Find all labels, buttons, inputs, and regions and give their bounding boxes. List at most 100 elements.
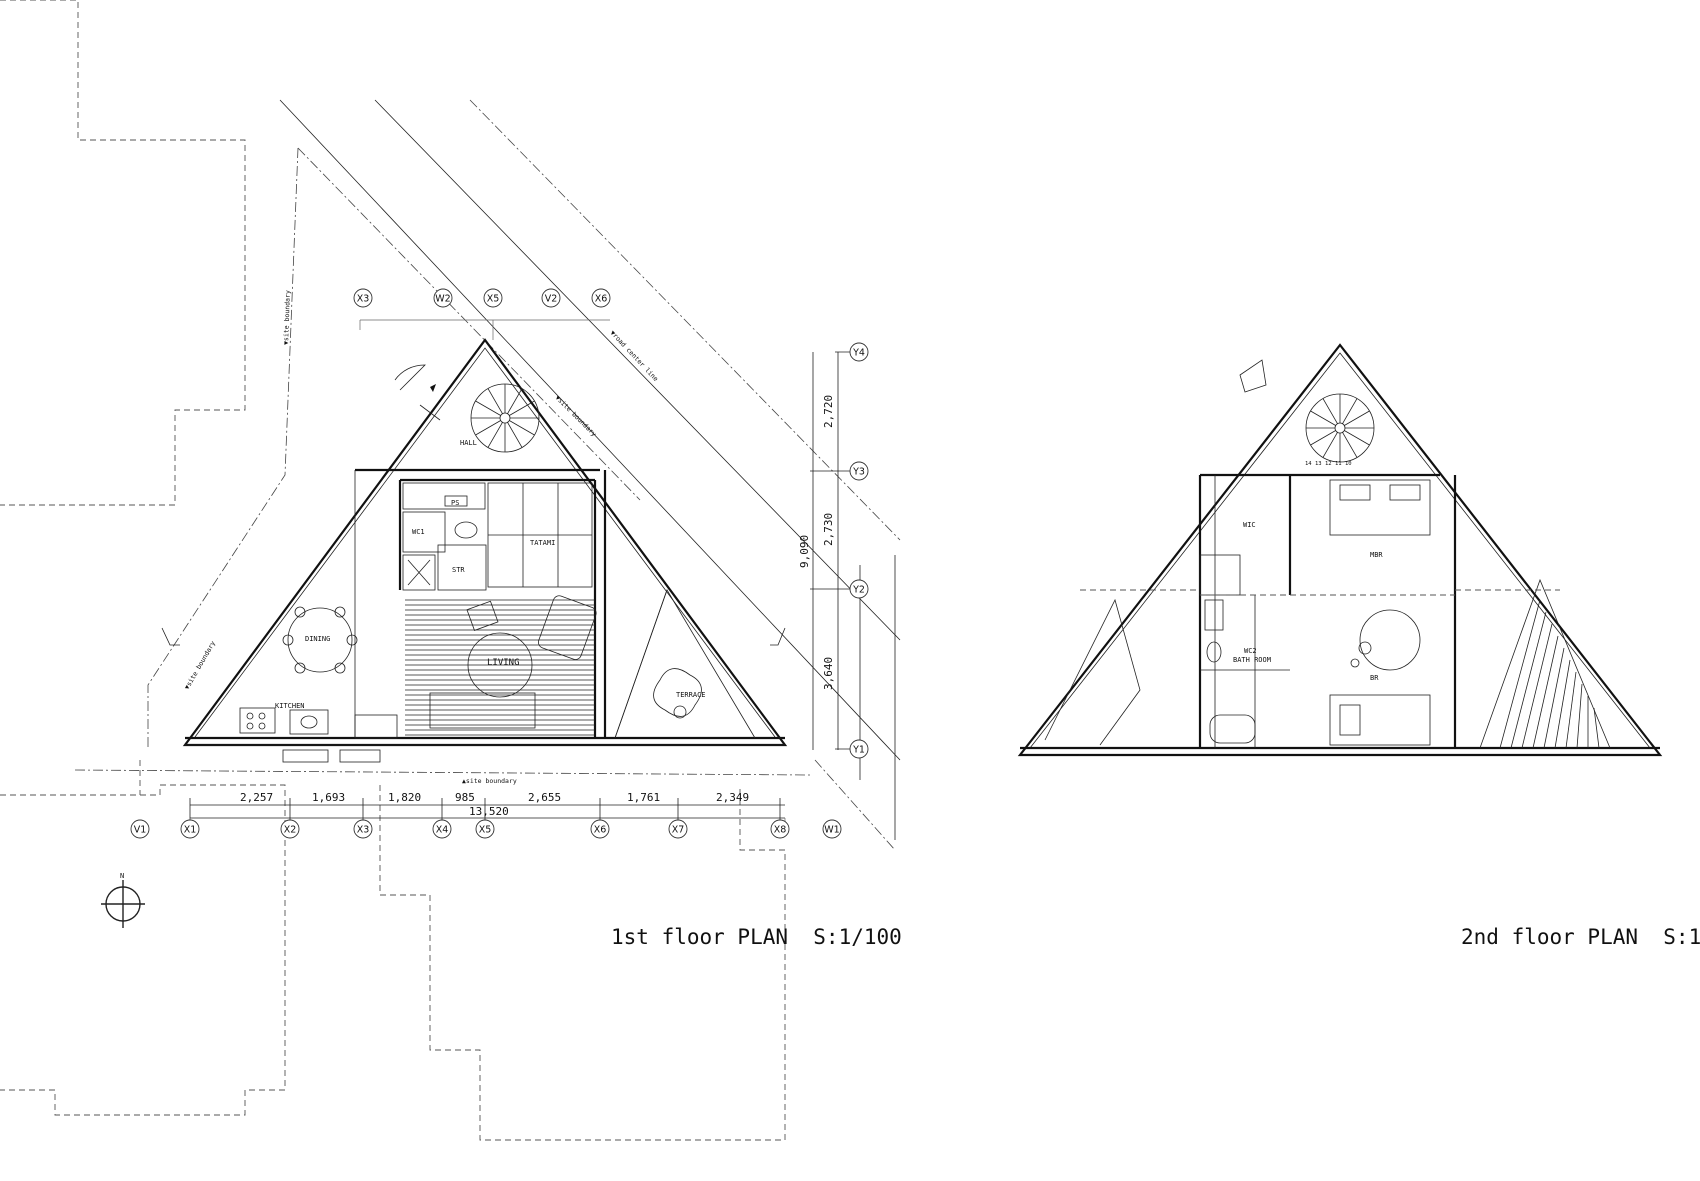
entrance-door bbox=[394, 364, 441, 421]
first-floor-plan-title: 1st floor PLAN S:1/100 bbox=[611, 925, 902, 949]
room-label-mbr: MBR bbox=[1370, 551, 1383, 559]
interior-walls-2f bbox=[1198, 473, 1457, 748]
terrace-outline bbox=[614, 589, 756, 739]
balcony-hatch-line bbox=[1576, 683, 1583, 749]
site-boundary-label-lower: ▼site boundary bbox=[183, 639, 217, 691]
grid-bubbles-top: X3 W2 X5 V2 X6 bbox=[353, 288, 611, 308]
stair-tread bbox=[475, 400, 501, 416]
stair-tread bbox=[475, 420, 501, 436]
grid-label-top-x5: X5 bbox=[487, 294, 500, 305]
north-arrow: N bbox=[101, 872, 145, 928]
room-label-ps: PS bbox=[451, 499, 459, 507]
balcony-hatch-line bbox=[1499, 599, 1541, 749]
balcony-hatch-line bbox=[1510, 611, 1547, 749]
stair-tread bbox=[1310, 430, 1336, 446]
vertical-dimension-2: 2,730 bbox=[822, 513, 835, 546]
fence-marks bbox=[161, 627, 786, 646]
room-label-tatami: TATAMI bbox=[530, 539, 555, 547]
room-label-kitchen: KITCHEN bbox=[275, 702, 305, 710]
grid-label-top-x6: X6 bbox=[595, 294, 608, 305]
grid-lines bbox=[189, 319, 786, 835]
stair-tread bbox=[1342, 398, 1358, 424]
dimension-7: 2,349 bbox=[716, 791, 749, 804]
horizontal-dimension-chain: 2,257 1,693 1,820 985 2,655 1,761 2,349 … bbox=[189, 791, 785, 822]
second-floor-plan: 14 13 12 11 10 WIC MBR WC2 BATH ROOM BR bbox=[1017, 343, 1663, 757]
stair-step-12: 12 bbox=[1325, 461, 1332, 467]
stair-step-13: 13 bbox=[1315, 461, 1322, 467]
balcony-hatch-line bbox=[1532, 635, 1559, 749]
grid-label-y1: Y1 bbox=[852, 745, 865, 756]
vertical-dimension-3: 3,640 bbox=[822, 657, 835, 690]
stair-tread bbox=[509, 400, 535, 416]
grid-label-w1: W1 bbox=[824, 825, 839, 836]
first-floor-plan: HALL PS WC1 TATAMI STR DINING LIVING KIT… bbox=[74, 99, 901, 851]
grid-label-top-x3: X3 bbox=[357, 294, 370, 305]
vertical-dimension-chain: 2,720 2,730 3,640 9,090 bbox=[798, 351, 855, 750]
site-boundary-label-diagonal: ▼site boundary bbox=[554, 394, 598, 438]
total-depth: 9,090 bbox=[798, 535, 811, 568]
stair-tread bbox=[1344, 430, 1370, 446]
dimension-2: 1,693 bbox=[312, 791, 345, 804]
grid-label-x3: X3 bbox=[357, 825, 370, 836]
grid-label-top-w2: W2 bbox=[435, 294, 450, 305]
balcony-hatch-line bbox=[1554, 659, 1571, 749]
site-boundary-label-bottom: ▲site boundary bbox=[462, 777, 517, 785]
grid-bubbles-right: Y4 Y3 Y2 Y1 bbox=[849, 342, 869, 759]
grid-label-y3: Y3 bbox=[852, 467, 865, 478]
stair-tread bbox=[507, 422, 523, 448]
grid-label-x2: X2 bbox=[284, 825, 297, 836]
neighbor-outlines bbox=[0, 0, 786, 1141]
furniture bbox=[239, 595, 702, 763]
stair-tread bbox=[487, 422, 503, 448]
stair-tread bbox=[507, 388, 523, 414]
room-label-wc2: WC2 bbox=[1244, 647, 1257, 655]
grid-label-y2: Y2 bbox=[852, 585, 865, 596]
spiral-stair-1f bbox=[470, 383, 540, 453]
stair-tread bbox=[1322, 398, 1338, 424]
room-label-wic: WIC bbox=[1243, 521, 1256, 529]
stair-step-11: 11 bbox=[1335, 461, 1342, 467]
grid-bubbles-bottom: V1 X1 X2 X3 X4 X5 X6 X7 X8 W1 bbox=[130, 819, 842, 839]
room-label-str: STR bbox=[452, 566, 465, 574]
balcony-hatch-line bbox=[1565, 671, 1577, 749]
room-label-wc1: WC1 bbox=[412, 528, 425, 536]
site-boundary-label-left: ▼site boundary bbox=[282, 290, 292, 345]
interior-walls bbox=[354, 468, 607, 738]
balcony-hatch-line bbox=[1593, 707, 1600, 749]
stair-tread bbox=[487, 388, 503, 414]
grid-label-x1: X1 bbox=[184, 825, 197, 836]
room-label-terrace: TERRACE bbox=[676, 691, 706, 699]
stair-step-14: 14 bbox=[1305, 461, 1312, 467]
dimension-3: 1,820 bbox=[388, 791, 421, 804]
room-labels-2f: WIC MBR WC2 BATH ROOM BR bbox=[1233, 521, 1383, 682]
spiral-stair-2f: 14 13 12 11 10 bbox=[1305, 393, 1375, 467]
dimension-6: 1,761 bbox=[627, 791, 660, 804]
room-label-living: LIVING bbox=[487, 658, 520, 668]
grid-label-x6: X6 bbox=[594, 825, 607, 836]
stair-tread bbox=[1322, 432, 1338, 458]
grid-label-y4: Y4 bbox=[852, 348, 865, 359]
void-and-balcony-2f bbox=[1044, 359, 1611, 749]
grid-label-v1: V1 bbox=[134, 825, 147, 836]
building-outline bbox=[182, 338, 788, 747]
room-label-bath-room: BATH ROOM bbox=[1233, 656, 1271, 664]
stair-tread bbox=[1310, 410, 1336, 426]
stair-tread bbox=[1342, 432, 1358, 458]
grid-label-top-v2: V2 bbox=[545, 294, 558, 305]
living-floor-boards bbox=[405, 599, 595, 736]
grid-label-x5: X5 bbox=[479, 825, 492, 836]
stair-tread bbox=[509, 420, 535, 436]
room-label-br: BR bbox=[1370, 674, 1379, 682]
grid-label-x7: X7 bbox=[672, 825, 685, 836]
dimension-1: 2,257 bbox=[240, 791, 273, 804]
room-labels-1f: HALL PS WC1 TATAMI STR DINING LIVING KIT… bbox=[275, 439, 706, 710]
room-label-hall: HALL bbox=[460, 439, 477, 447]
second-floor-plan-title: 2nd floor PLAN S:1/100 bbox=[1461, 925, 1700, 949]
stair-step-10: 10 bbox=[1345, 461, 1352, 467]
balcony-hatch-line bbox=[1543, 647, 1565, 749]
vertical-dimension-1: 2,720 bbox=[822, 395, 835, 428]
dimension-4: 985 bbox=[455, 791, 475, 804]
stair-tread bbox=[1344, 410, 1370, 426]
site-boundary-lines bbox=[74, 99, 901, 851]
